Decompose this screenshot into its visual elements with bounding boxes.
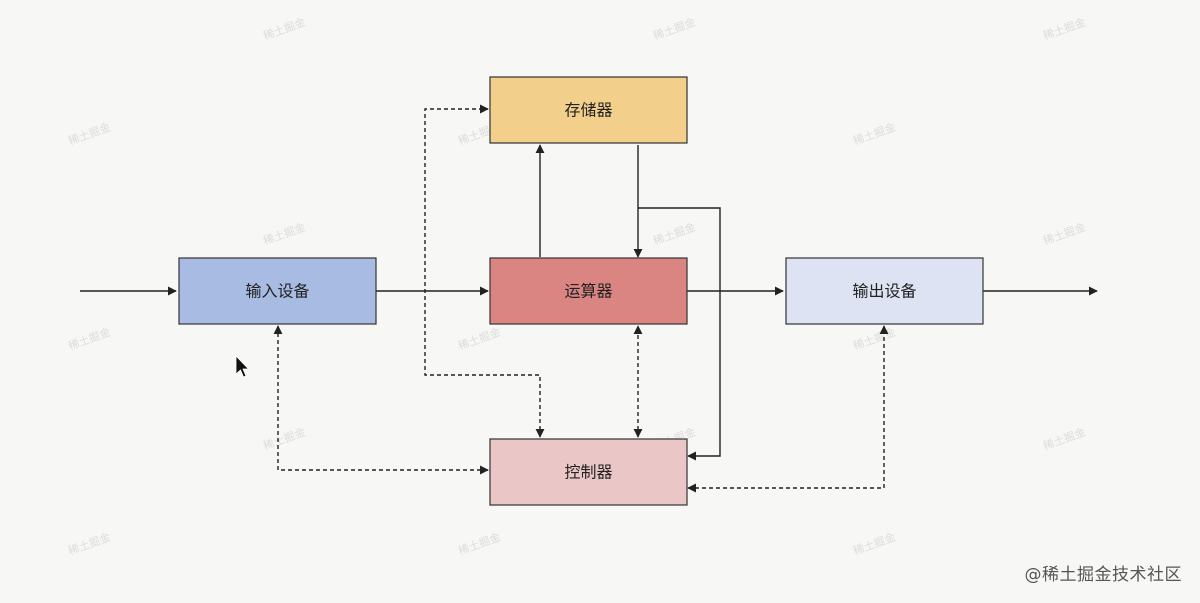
node-alu: 运算器 <box>489 257 688 325</box>
alu-box <box>489 257 688 325</box>
watermark: 稀土掘金 <box>261 425 307 453</box>
node-input: 输入设备 <box>178 257 377 325</box>
control-signal-lines <box>273 104 889 493</box>
watermark: 稀土掘金 <box>851 120 897 148</box>
watermark: 稀土掘金 <box>456 530 502 558</box>
watermark: 稀土掘金 <box>1041 425 1087 453</box>
memory-to-control-arrow <box>638 207 721 461</box>
input-label: 输入设备 <box>245 282 309 301</box>
node-memory: 存储器 <box>489 76 688 144</box>
output-label: 输出设备 <box>852 282 916 301</box>
control-output-dashed-line <box>687 325 889 493</box>
watermark: 稀土掘金 <box>1041 220 1087 248</box>
watermark: 稀土掘金 <box>651 220 697 248</box>
watermark: 稀土掘金 <box>456 325 502 353</box>
watermark: 稀土掘金 <box>851 530 897 558</box>
watermark: 稀土掘金 <box>851 325 897 353</box>
watermark: 稀土掘金 <box>1041 15 1087 43</box>
control-label: 控制器 <box>564 463 612 482</box>
output-box <box>785 257 984 325</box>
watermark: 稀土掘金 <box>261 15 307 43</box>
source-credit: @稀土掘金技术社区 <box>1024 565 1182 585</box>
watermark: 稀土掘金 <box>261 220 307 248</box>
watermark: 稀土掘金 <box>651 15 697 43</box>
control-box <box>489 438 688 506</box>
control-input-dashed-line <box>273 325 489 475</box>
memory-box <box>489 76 688 144</box>
watermark: 稀土掘金 <box>66 120 112 148</box>
alu-label: 运算器 <box>564 282 612 301</box>
watermark: 稀土掘金 <box>66 530 112 558</box>
mouse-cursor-icon <box>235 355 250 378</box>
node-control: 控制器 <box>489 438 688 506</box>
watermark: 稀土掘金 <box>66 325 112 353</box>
input-box <box>178 257 377 325</box>
node-output: 输出设备 <box>785 257 984 325</box>
memory-label: 存储器 <box>564 101 612 120</box>
